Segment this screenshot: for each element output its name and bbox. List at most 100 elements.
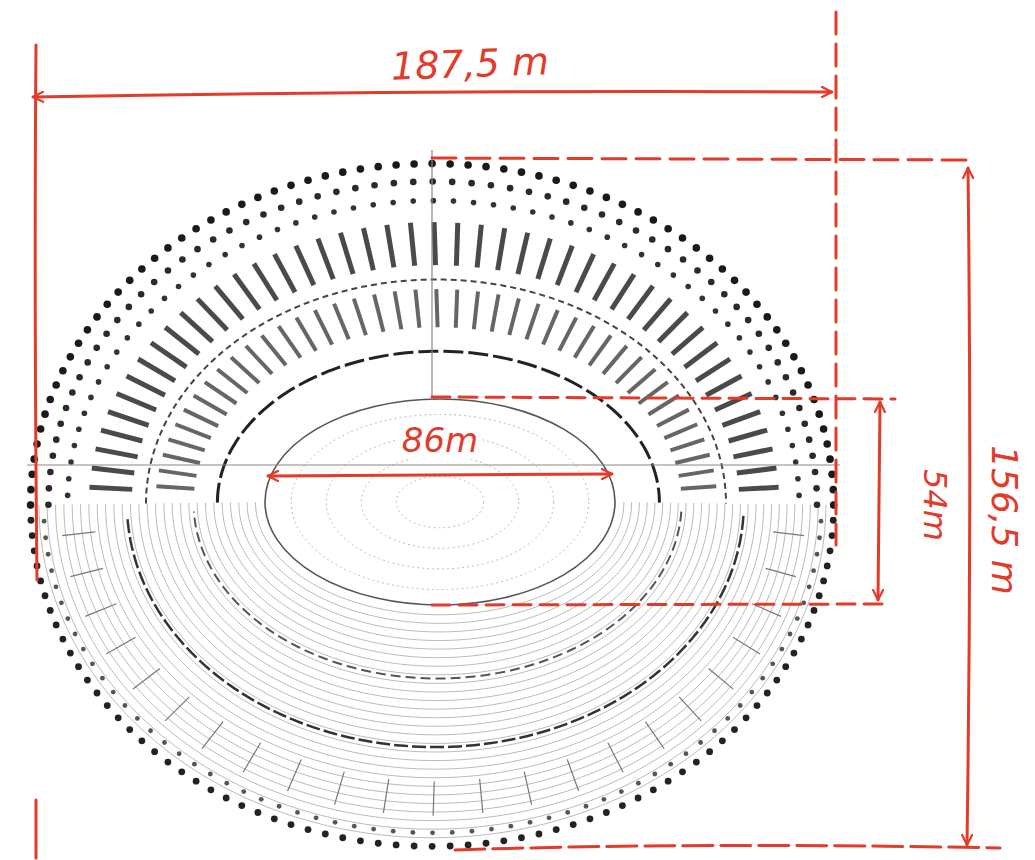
pier-dot: [795, 476, 801, 482]
pier-dot: [259, 797, 264, 802]
radial-walls: [156, 289, 716, 489]
pier-dot: [553, 826, 560, 833]
pier-dot: [114, 288, 122, 296]
radial-wall: [436, 289, 437, 327]
dimension-label: 86m: [398, 421, 482, 459]
pier-dot: [68, 459, 74, 465]
radial-wall: [254, 264, 277, 301]
pier-dot: [271, 187, 279, 195]
arena-pattern: [361, 456, 519, 549]
pier-dot: [148, 308, 154, 314]
pier-dot: [429, 178, 436, 185]
radial-wall: [159, 470, 197, 475]
arena-outline: [265, 399, 615, 605]
pier-dot: [393, 842, 400, 849]
pier-dot: [357, 165, 365, 173]
pier-dot: [104, 702, 111, 709]
radial-wall: [184, 410, 218, 426]
radial-wall: [456, 223, 457, 266]
pier-dot: [805, 622, 812, 629]
pier-dot: [721, 291, 728, 298]
pier-dot: [271, 815, 278, 822]
pier-dot: [63, 405, 70, 412]
pier-dot: [633, 227, 640, 234]
pier-dot: [725, 321, 731, 327]
pier-dot: [815, 552, 820, 557]
radial-wall: [175, 424, 210, 438]
radial-wall: [557, 246, 572, 285]
pier-dot: [410, 179, 417, 186]
pier-dot: [84, 326, 92, 334]
pier-dot: [569, 182, 577, 190]
pier-dot: [783, 374, 790, 381]
pier-dot: [66, 476, 72, 482]
pier-dot: [151, 748, 158, 755]
pier-dot: [57, 420, 64, 427]
pier-dot: [45, 501, 52, 508]
pier-dot: [785, 426, 791, 432]
pier-dot: [94, 690, 101, 697]
pier-dot: [126, 277, 134, 285]
pier-dot: [603, 809, 610, 816]
radial-wall: [706, 376, 741, 395]
pier-dot: [53, 622, 60, 629]
section-divider: [431, 150, 432, 400]
seating-line: [131, 504, 741, 744]
pier-dot: [584, 804, 589, 809]
pier-dot: [535, 172, 543, 180]
pier-dot: [47, 607, 54, 614]
pier-dot: [162, 740, 167, 745]
pier-dot: [706, 748, 713, 755]
pier-dot: [471, 200, 477, 206]
radial-wall: [715, 394, 752, 411]
radial-wall: [197, 299, 227, 330]
pier-dot: [46, 552, 51, 557]
extension-line: [432, 158, 975, 160]
pier-dot: [793, 459, 799, 465]
pier-dot: [779, 647, 784, 652]
pier-dot: [287, 182, 295, 190]
seating-line: [181, 503, 694, 692]
arena-pattern: [291, 414, 589, 589]
pier-dot: [489, 827, 494, 832]
pier-dot: [37, 425, 45, 433]
pier-dot: [823, 440, 831, 448]
pier-dot: [616, 219, 623, 226]
pier-dot: [208, 786, 215, 793]
pier-dot: [88, 395, 94, 401]
pier-dot: [114, 349, 120, 355]
pier-dot: [809, 452, 816, 459]
pier-dot: [743, 714, 750, 721]
radial-wall: [737, 468, 777, 473]
pier-dot: [782, 339, 790, 347]
pier-dot: [464, 161, 472, 169]
pier-dot: [96, 379, 102, 385]
pier-dot: [254, 809, 261, 816]
radial-wall: [672, 327, 703, 354]
radial-wall: [106, 637, 135, 654]
pier-dot: [804, 381, 812, 389]
pier-dot: [565, 810, 570, 815]
radial-wall: [722, 412, 760, 426]
radial-wall: [538, 239, 550, 279]
pier-dot: [719, 737, 726, 744]
pier-dot: [449, 179, 456, 186]
dimension-arrow: [878, 402, 880, 600]
pier-dot: [536, 831, 543, 838]
pier-dot: [756, 330, 763, 337]
extension-line: [35, 45, 37, 580]
pier-dot: [151, 254, 159, 262]
radial-wall: [433, 781, 434, 815]
pier-dot: [410, 198, 416, 204]
pier-dot: [391, 180, 398, 187]
radial-wall: [480, 779, 483, 813]
pier-dot: [103, 330, 110, 337]
pier-dot: [796, 405, 803, 412]
pier-dot: [570, 821, 577, 828]
radial-wall: [675, 455, 710, 463]
pier-dot: [59, 600, 64, 605]
radial-wall: [681, 486, 716, 489]
pier-dot: [764, 690, 771, 697]
pier-dot: [339, 168, 347, 176]
